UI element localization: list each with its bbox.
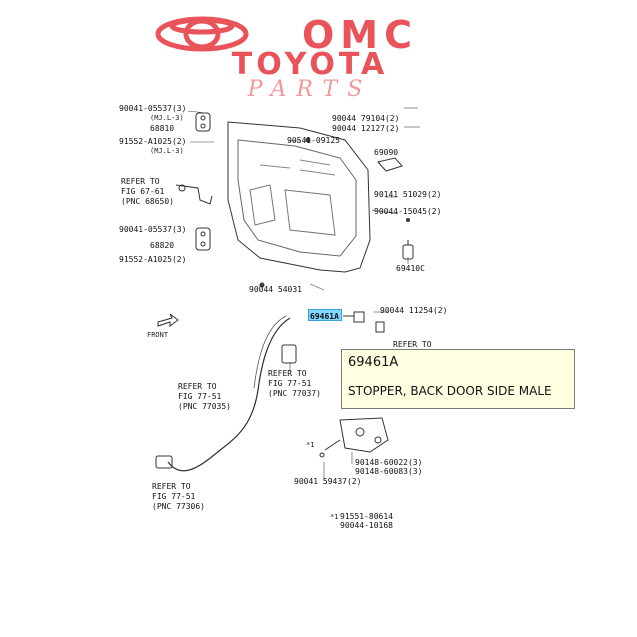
callout-refer-68650-line2: FIG 67-61 [121,187,165,196]
callout-90044-79104: 90044 79104(2) [332,114,399,123]
callout-90041-05537-upper: 90041-05537(3) [119,104,186,113]
hinge-mid [175,184,213,205]
callout-90148-60022: 90148-60022(3) [355,458,422,467]
hinge-upper [195,112,211,132]
callout-refer-77035-line3: (PNC 77035) [178,402,231,411]
callout-90044-54031: 90044 54031 [249,285,302,294]
callout-90044-15045: 90044-15045(2) [374,207,441,216]
handle-69090 [377,157,403,172]
callout-90141-51029: 90141 51029(2) [374,190,441,199]
lock-actuator [281,344,297,364]
front-arrow-icon [157,313,179,327]
part-tooltip: 69461A STOPPER, BACK DOOR SIDE MALE [341,349,575,409]
callout-91551-80614: 91551-80614 [340,512,393,521]
callout-69090: 69090 [374,148,398,157]
lock-assembly [319,417,389,458]
callout-91552-a1025-upper: 91552-A1025(2) [119,137,186,146]
omc-toyota-parts-logo: OMC TOYOTA PARTS [155,13,418,102]
tooltip-part-code: 69461A [348,355,399,370]
logo-toyota: TOYOTA [232,47,388,82]
callout-90148-60083: 90148-60083(3) [355,467,422,476]
callout-star1-bottom: *1 [330,513,338,521]
lock-cable [167,317,291,472]
callout-90044-11254: 90044 11254(2) [380,306,447,315]
lock-rod-lower-left [155,455,173,469]
callout-refer-77037-line3: (PNC 77037) [268,389,321,398]
callout-mjl3-lower: (MJ.L-3) [150,147,184,155]
callout-refer-77306-line2: FIG 77-51 [152,492,196,501]
callout-refer-77037-line1: REFER TO [268,369,307,378]
toyota-emblem-icon [155,16,249,52]
logo-parts: PARTS [247,77,373,102]
bumper-69410c [402,240,414,260]
part-69461a-highlight[interactable] [308,309,342,321]
callout-refer-77035-line2: FIG 77-51 [178,392,222,401]
callout-refer-68650-line3: (PNC 68650) [121,197,174,206]
logo-omc: OMC [302,13,418,57]
callout-68820: 68820 [150,241,174,250]
leader-lines [187,107,420,480]
callout-91552-a1025-lower: 91552-A1025(2) [119,255,186,264]
bolt-marker [406,218,410,222]
callout-90044-12127: 90044 12127(2) [332,124,399,133]
callout-90041-59437: 90041 59437(2) [294,477,361,486]
callout-refer-77306-line1: REFER TO [152,482,191,491]
callout-refer-to-right: REFER TO [393,340,432,349]
callout-90041-05537-lower: 90041-05537(3) [119,225,186,234]
callout-69410c: 69410C [396,264,425,273]
callout-refer-68650-line1: REFER TO [121,177,160,186]
tooltip-part-description: STOPPER, BACK DOOR SIDE MALE [348,384,552,398]
hinge-lower [195,227,211,251]
callout-refer-77037-line2: FIG 77-51 [268,379,312,388]
callout-mjl3-upper: (MJ.L-3) [150,114,184,122]
callout-90044-10168: 90044-10168 [340,521,393,530]
lock-cable-inner [253,315,287,389]
stopper-69461a [343,311,385,333]
callout-refer-77306-line3: (PNC 77306) [152,502,205,511]
back-door-panel [227,121,371,288]
callout-refer-77035-line1: REFER TO [178,382,217,391]
callout-68810: 68810 [150,124,174,133]
callout-90541-09125: 90541-09125 [287,136,340,145]
front-label: FRONT [147,331,169,339]
callout-star1-left: *1 [306,441,314,449]
